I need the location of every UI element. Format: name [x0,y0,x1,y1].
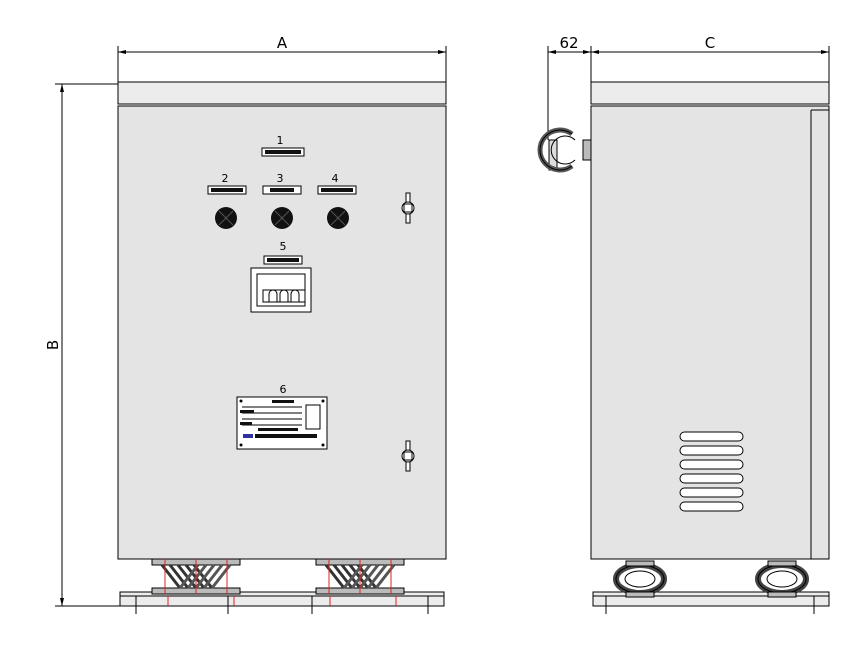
callout-4: 4 [332,172,339,185]
label-plate-4: 4 [317,172,357,195]
lifting-handle [537,127,592,173]
side-damper-right [755,560,809,598]
door-lock-bottom-icon [401,440,415,472]
indicator-lamp-center [271,207,293,229]
side-view: 62 C [537,34,830,614]
door-lock-top-icon [401,192,415,224]
callout-3: 3 [277,172,284,185]
callout-1: 1 [277,134,284,147]
dimension-a-label: A [277,34,288,52]
dimension-b: B [44,83,120,607]
indicator-lamp-right [327,207,349,229]
front-view: A B 1 2 3 [44,34,447,614]
dimension-62: 62 [547,34,592,140]
label-plate-1: 1 [261,134,305,157]
dimension-c: C [591,34,830,82]
label-plate-3: 3 [262,172,302,195]
ventilation-louvers [679,431,744,512]
label-plate-2: 2 [207,172,247,195]
damper-right [315,558,405,606]
callout-5: 5 [280,240,287,253]
label-plate-5: 5 [263,240,303,265]
control-switch [250,267,312,313]
callout-6: 6 [280,383,287,396]
side-damper-left [613,560,667,598]
dimension-b-label: B [44,340,62,350]
indicator-lamp-left [215,207,237,229]
cabinet-front-body [117,105,447,560]
nameplate-6: 6 [236,383,328,450]
damper-left [151,558,241,606]
dimension-a: A [117,34,447,82]
dimension-62-label: 62 [559,34,578,52]
side-top-cap [590,81,830,105]
callout-2: 2 [222,172,229,185]
cabinet-top-cap [117,81,447,105]
dimension-c-label: C [705,34,715,52]
front-base [119,591,445,614]
cabinet-side-body [590,105,830,560]
